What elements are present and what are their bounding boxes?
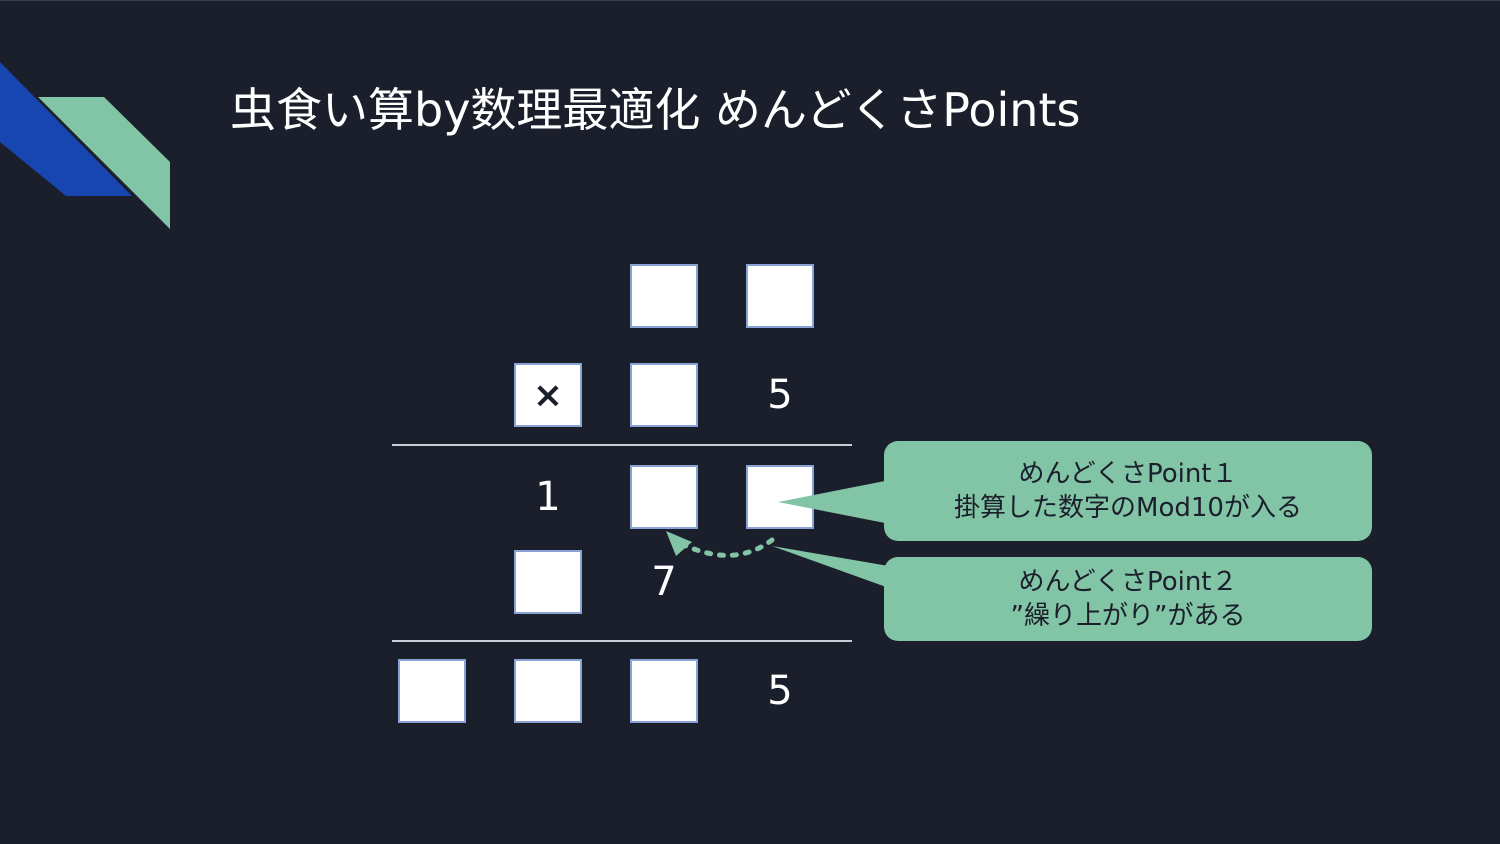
corner-decoration bbox=[0, 62, 170, 229]
blank-cell-r1c4[interactable] bbox=[746, 264, 814, 328]
blank-cell-r1c3[interactable] bbox=[630, 264, 698, 328]
blank-cell-r4c2[interactable] bbox=[514, 550, 582, 614]
carry-arrow-icon bbox=[681, 537, 775, 558]
blank-cell-r3c4[interactable] bbox=[746, 465, 814, 529]
callout-point-1: めんどくさPoint１ 掛算した数字のMod10が入る bbox=[884, 441, 1372, 541]
multiply-operator-cell: × bbox=[514, 363, 582, 427]
callout-1-title: めんどくさPoint１ bbox=[1018, 459, 1238, 489]
corner-green-stripe bbox=[38, 97, 170, 229]
multiply-operator: × bbox=[532, 374, 564, 416]
blank-cell-r3c3[interactable] bbox=[630, 465, 698, 529]
callout-2-title: めんどくさPoint２ bbox=[1018, 567, 1238, 597]
top-border-line bbox=[0, 0, 1500, 1]
rule-line-2 bbox=[392, 640, 852, 642]
carry-arrowhead-icon bbox=[666, 531, 692, 556]
digit-r5c4: 5 bbox=[767, 668, 793, 714]
rule-line-1 bbox=[392, 444, 852, 446]
slide-title: 虫食い算by数理最適化 めんどくさPoints bbox=[230, 83, 1081, 137]
callout-2-body: ”繰り上がり”がある bbox=[1010, 601, 1246, 631]
blank-cell-r2c3[interactable] bbox=[630, 363, 698, 427]
digit-r2c4: 5 bbox=[767, 372, 793, 418]
callout-2-tail bbox=[772, 546, 900, 592]
callout-point-2: めんどくさPoint２ ”繰り上がり”がある bbox=[884, 557, 1372, 641]
blank-cell-r5c1[interactable] bbox=[398, 659, 466, 723]
callout-1-body: 掛算した数字のMod10が入る bbox=[954, 493, 1302, 523]
blank-cell-r5c2[interactable] bbox=[514, 659, 582, 723]
corner-blue-stripe bbox=[0, 62, 132, 196]
digit-r3c2: 1 bbox=[535, 474, 561, 520]
digit-r4c3: 7 bbox=[651, 559, 677, 605]
callout-1-tail bbox=[778, 478, 900, 526]
blank-cell-r5c3[interactable] bbox=[630, 659, 698, 723]
